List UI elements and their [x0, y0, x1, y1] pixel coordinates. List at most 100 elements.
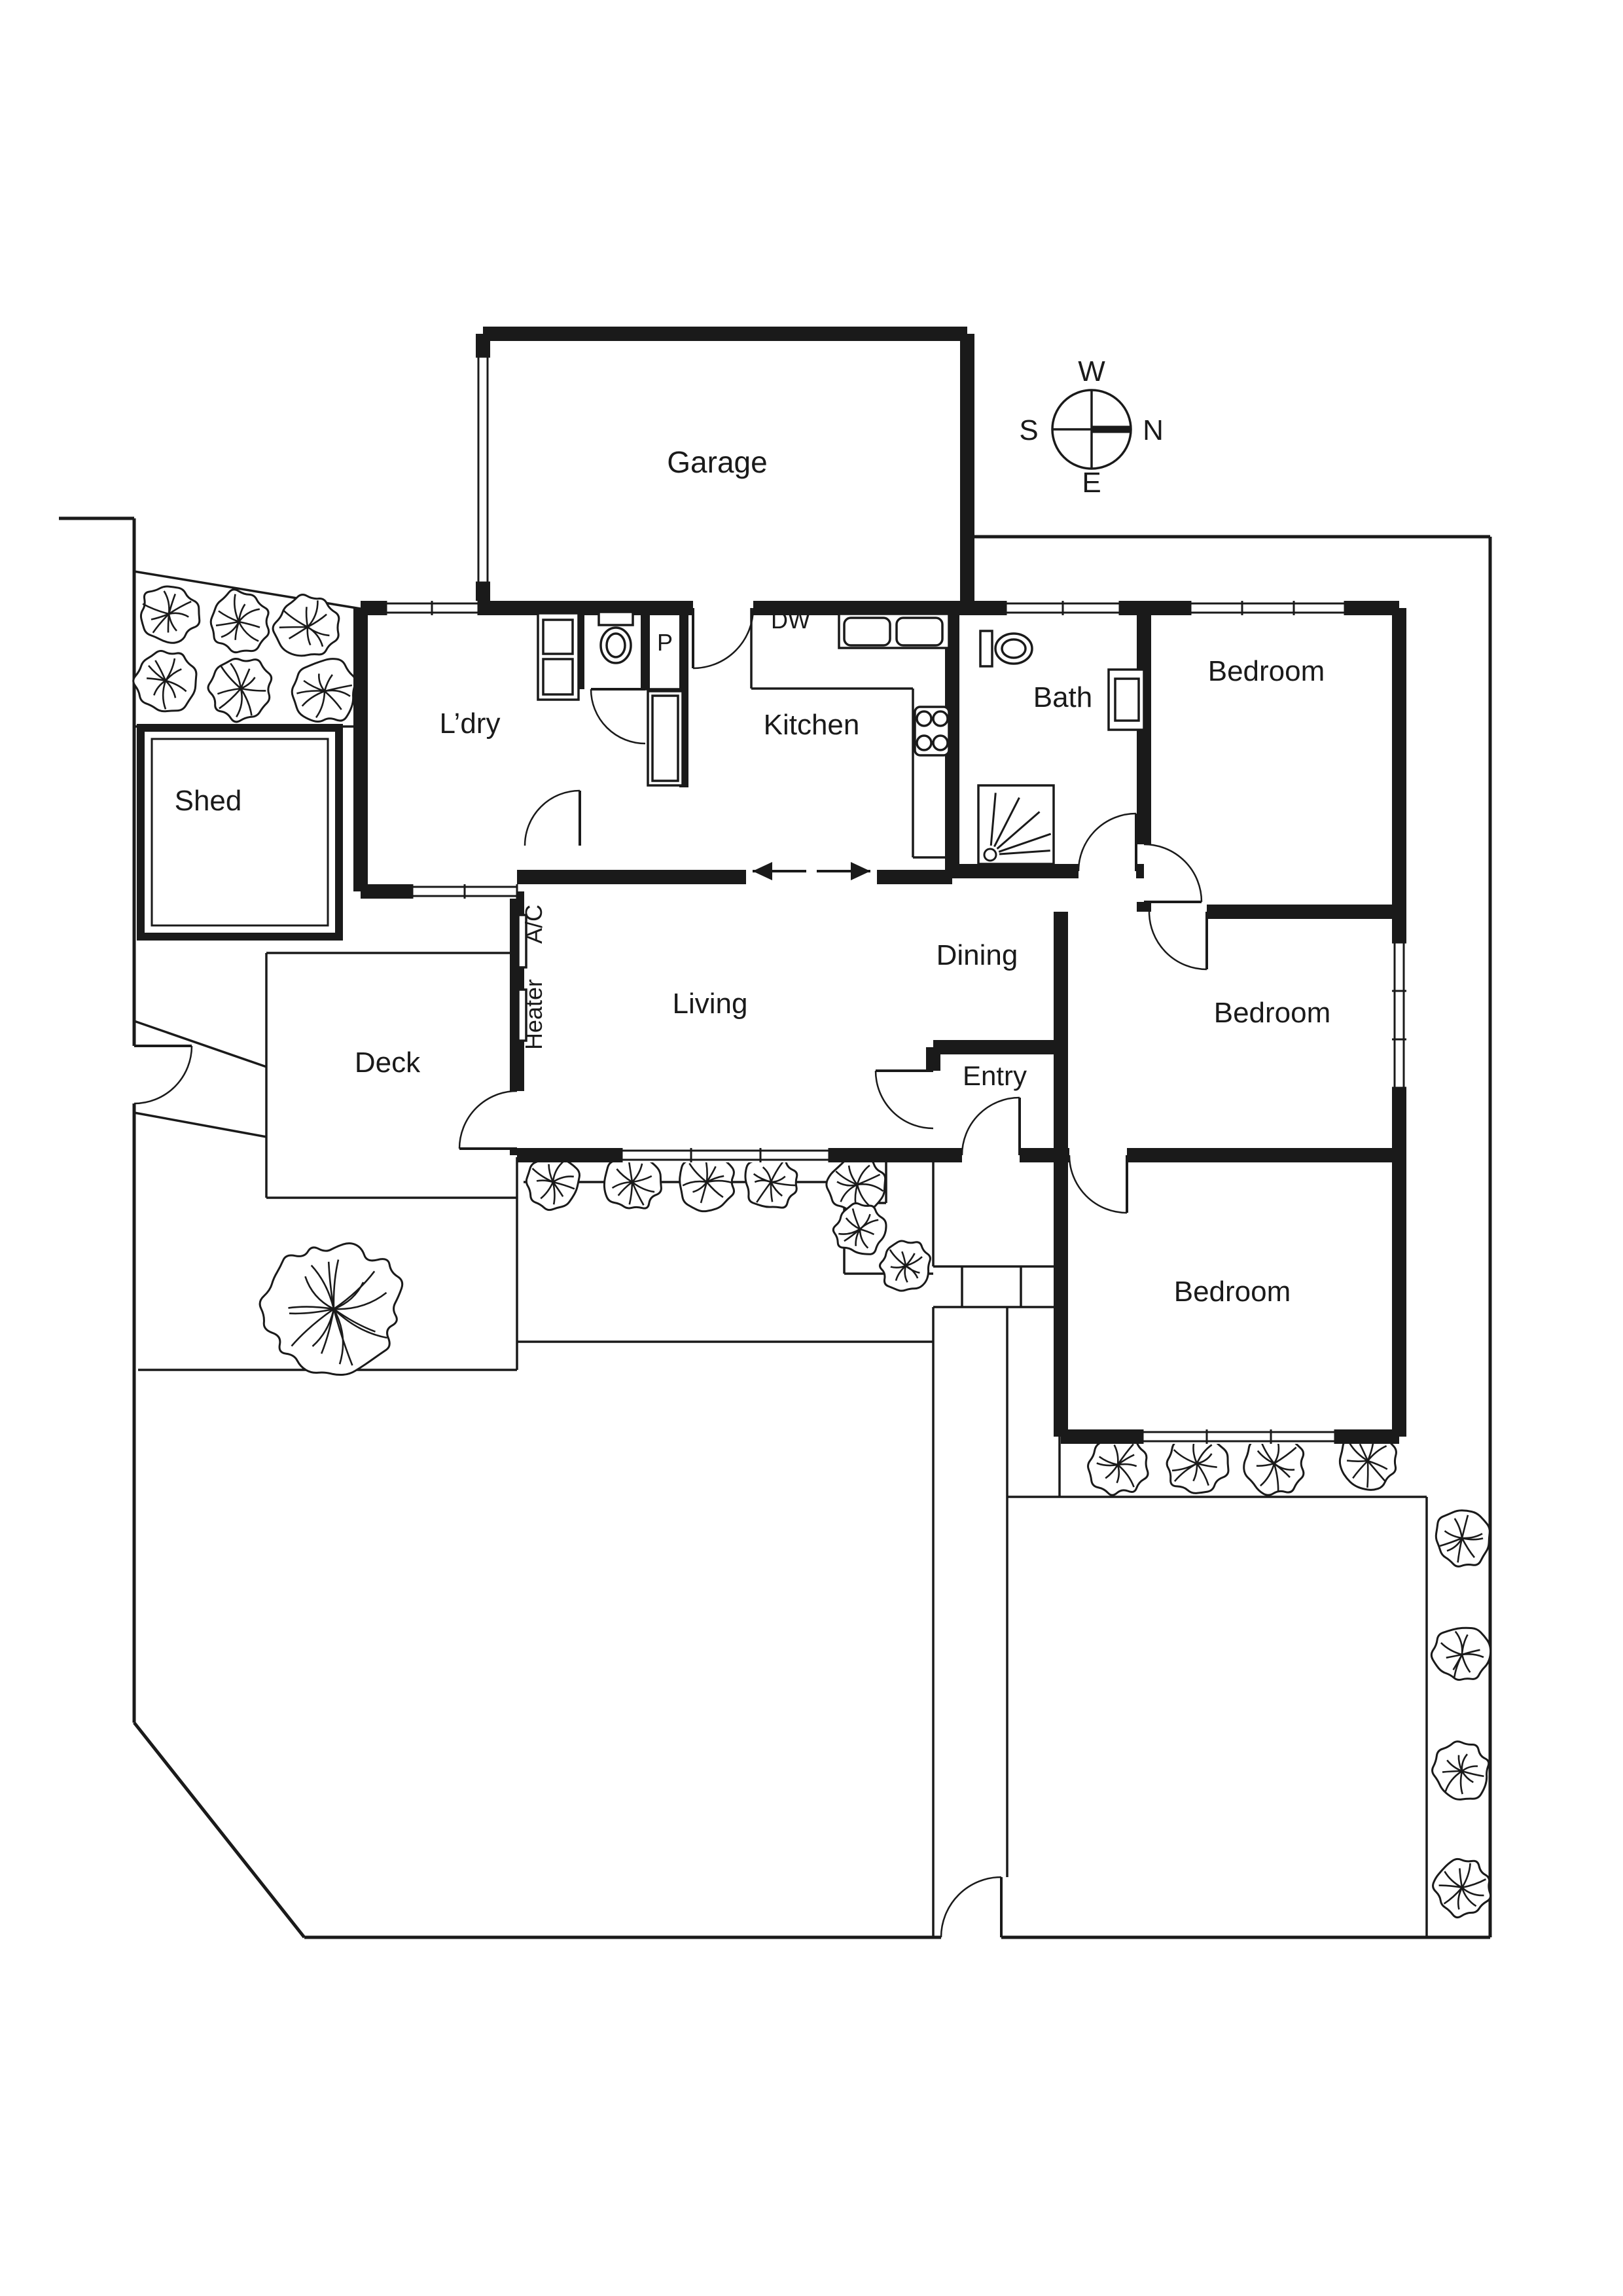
branch-line — [552, 1160, 564, 1183]
branch-line — [303, 679, 325, 692]
garden-line — [134, 1020, 267, 1068]
walls — [137, 327, 1406, 1444]
branch-line — [1117, 1454, 1135, 1466]
burner — [916, 710, 933, 727]
branch-line — [1192, 1463, 1198, 1482]
window-living-south — [620, 1148, 830, 1162]
sink-bowl-left — [843, 617, 891, 647]
branch-line — [240, 668, 251, 689]
label-garage: Garage — [667, 445, 767, 479]
branch-line — [304, 1276, 334, 1310]
branch-line — [905, 1256, 923, 1267]
branch-line — [1446, 1537, 1463, 1552]
label-entry: Entry — [963, 1060, 1027, 1091]
door-laundry — [524, 789, 581, 846]
branch-line — [857, 1174, 881, 1186]
ac-unit — [517, 914, 527, 969]
branch-line — [306, 626, 312, 646]
bush — [272, 594, 340, 657]
branch-line — [236, 688, 243, 718]
branch-line — [333, 1308, 376, 1333]
branch-line — [240, 687, 266, 692]
compass-letter-W: W — [1078, 355, 1105, 387]
door-swing-arc — [134, 1045, 193, 1105]
branch-line — [628, 1181, 633, 1205]
boundary-line — [133, 1721, 306, 1939]
branch-line — [1105, 1464, 1119, 1479]
branch-line — [1274, 1446, 1297, 1465]
branch-line — [552, 1181, 575, 1190]
branch-line — [153, 679, 166, 696]
branch-line — [333, 1308, 387, 1339]
burner — [932, 734, 949, 751]
bush — [1435, 1509, 1491, 1568]
branch-line — [162, 680, 167, 710]
branch-line — [333, 1270, 376, 1310]
branch-line — [1366, 1460, 1369, 1488]
branch-line — [845, 1217, 861, 1230]
bush — [832, 1202, 887, 1255]
door-swing-arc — [458, 1090, 518, 1149]
foliage-outline — [139, 585, 201, 644]
branch-line — [220, 666, 241, 689]
branch-line — [333, 1291, 387, 1310]
branch-line — [531, 1168, 554, 1183]
linen-cupboard-inner — [651, 694, 679, 782]
branch-line — [240, 677, 256, 690]
branch-line — [692, 1181, 708, 1193]
window-laundry-north — [385, 601, 480, 615]
bush — [525, 1153, 580, 1211]
sink-bowl-right — [895, 617, 944, 647]
label-bedroom-3: Bedroom — [1174, 1276, 1291, 1308]
doors — [134, 607, 1208, 1938]
branch-line — [324, 684, 353, 692]
branch-line — [1098, 1456, 1118, 1466]
door-entry-living — [874, 1069, 934, 1130]
vanity-basin — [1114, 677, 1140, 722]
branch-line — [1444, 1770, 1463, 1792]
label-ac: A/C — [520, 905, 547, 944]
branch-line — [238, 621, 259, 642]
tree — [259, 1242, 404, 1376]
branch-line — [1444, 1530, 1463, 1539]
window-laundry-south — [411, 884, 518, 899]
cooktop — [914, 706, 950, 757]
branch-line — [1260, 1463, 1275, 1487]
branch-line — [1459, 1770, 1463, 1795]
branch-line — [165, 679, 187, 692]
branch-line — [1367, 1460, 1387, 1483]
branch-line — [706, 1175, 724, 1183]
door-swing-arc — [1068, 1155, 1128, 1214]
branch-line — [847, 1165, 859, 1185]
door-swing-arc — [692, 607, 755, 670]
branch-line — [218, 610, 240, 623]
bath-toilet-cistern — [979, 630, 993, 668]
label-kitchen: Kitchen — [764, 709, 860, 741]
branch-line — [230, 662, 242, 689]
branch-line — [688, 1162, 707, 1183]
gate-rear — [940, 1876, 1003, 1938]
door-swing-arc — [940, 1876, 1002, 1938]
door-swing-arc — [961, 1096, 1020, 1156]
bush — [1430, 1626, 1492, 1681]
branch-line — [332, 1308, 344, 1365]
door-bath — [1077, 812, 1137, 872]
branch-line — [288, 1306, 334, 1310]
bush — [139, 585, 201, 644]
door-front — [961, 1096, 1021, 1156]
heater-unit — [517, 988, 527, 1042]
branch-line — [1367, 1460, 1388, 1470]
branch-line — [317, 673, 326, 692]
branch-line — [151, 613, 169, 620]
branch-line — [167, 613, 170, 633]
sliding-door-arrows — [753, 862, 870, 880]
branch-line — [1196, 1463, 1209, 1486]
branch-line — [240, 688, 253, 716]
branch-line — [1461, 1770, 1474, 1784]
door-swing-arc — [1148, 911, 1207, 971]
branch-line — [1461, 1537, 1476, 1558]
door-living-deck — [458, 1090, 518, 1150]
branch-line — [1461, 1533, 1483, 1539]
